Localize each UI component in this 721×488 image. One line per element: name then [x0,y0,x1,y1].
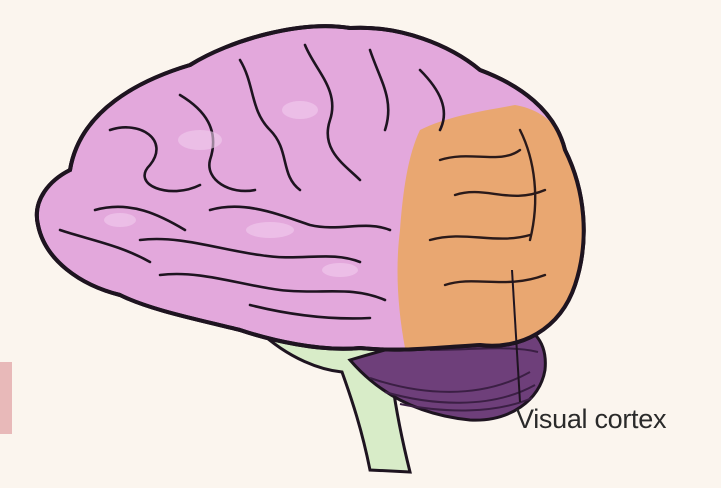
visual-cortex-region [398,105,584,349]
visual-cortex-label: Visual cortex [516,404,666,435]
